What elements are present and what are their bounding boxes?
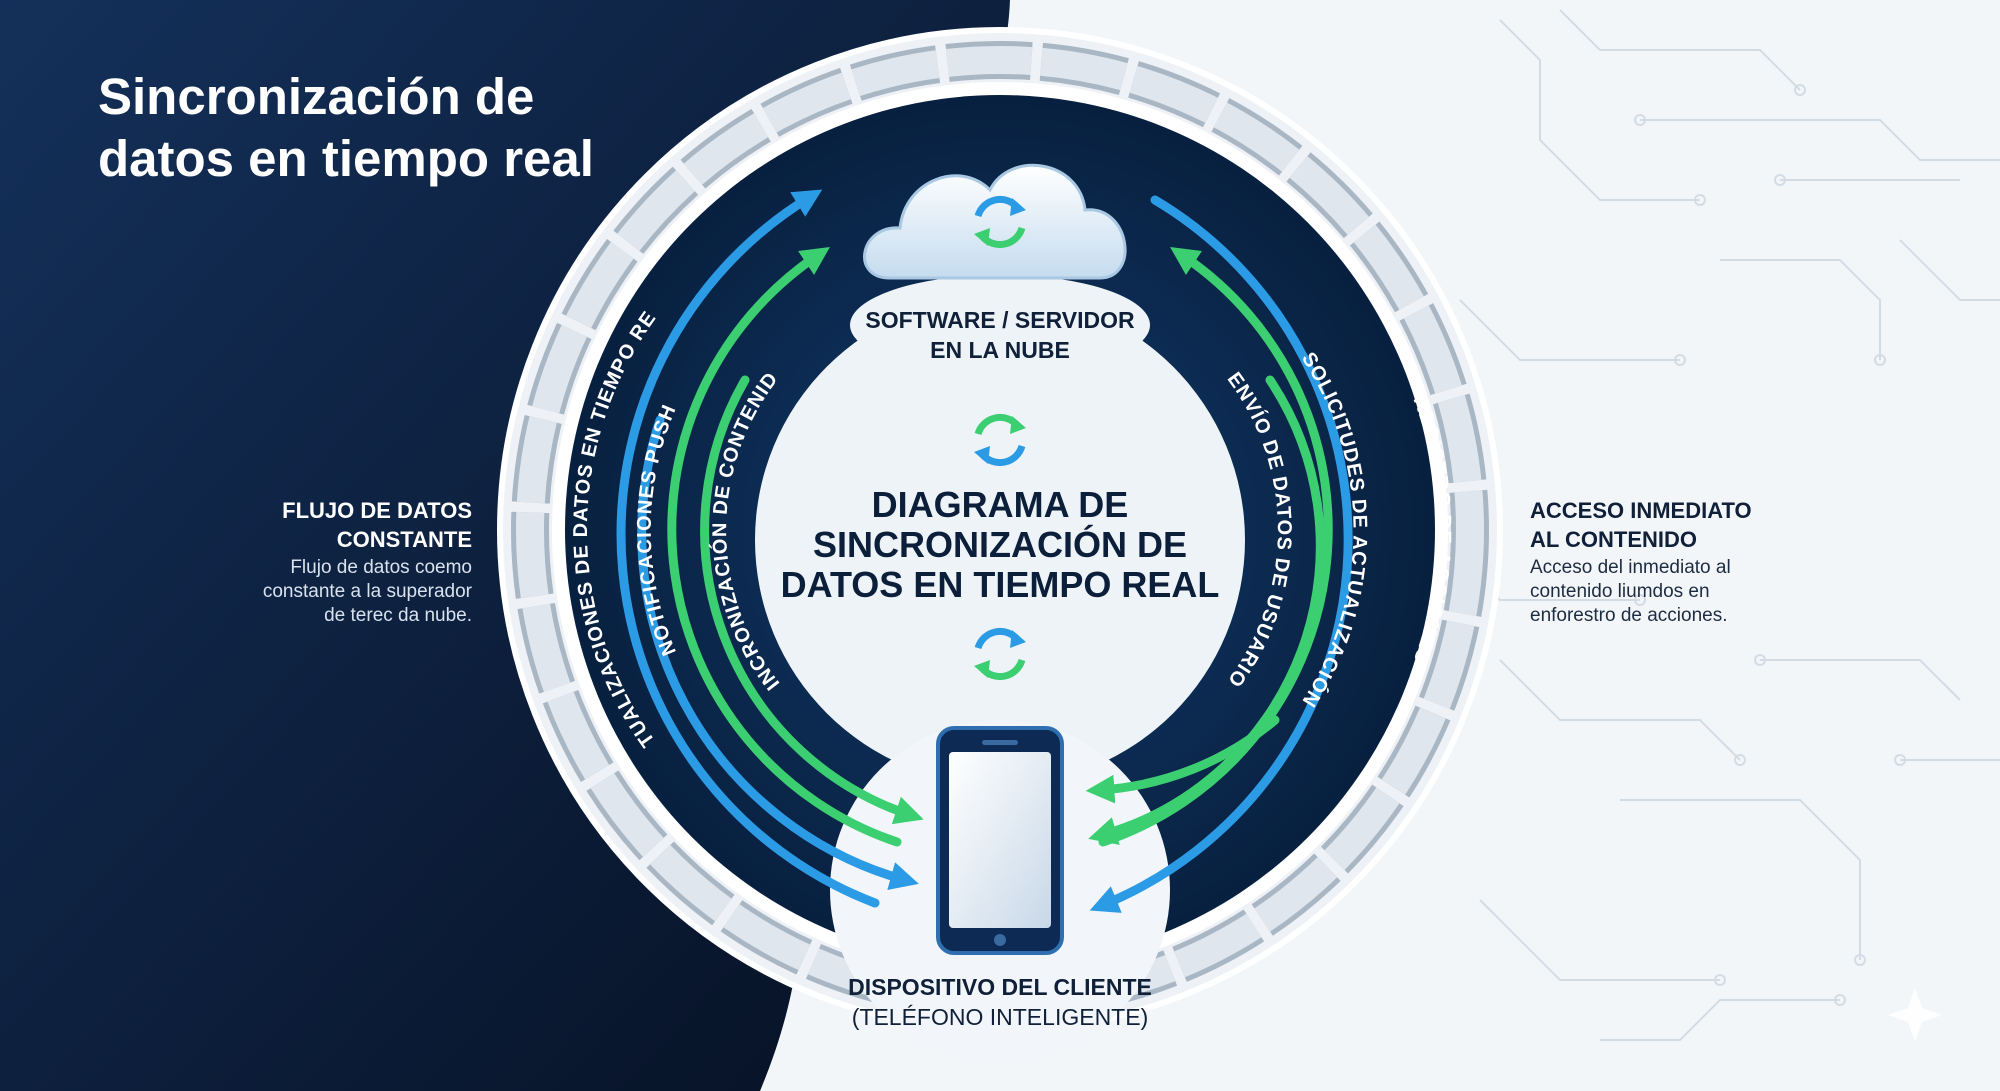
left-panel-description: Flujo de datos coemo constante a la supe… <box>180 556 472 628</box>
smartphone-icon <box>936 726 1064 955</box>
center-title-line: DATOS EN TIEMPO REAL <box>780 564 1220 605</box>
flow-arrow-right-2 <box>1089 195 1353 913</box>
sync-icon <box>974 627 1026 681</box>
cloud-icon <box>863 163 1127 280</box>
device-label-line2: (TELÉFONO INTELIGENTE) <box>851 1004 1149 1030</box>
sparkle-icon <box>1888 988 1942 1042</box>
page-title-line: datos en tiempo real <box>98 130 594 187</box>
cloud-label-line: SOFTWARE / SERVIDOR <box>865 307 1135 333</box>
circuit-pattern <box>1459 9 2000 1041</box>
flow-arrow-right-4 <box>1088 375 1325 845</box>
flow-arrow-left-3 <box>700 375 924 825</box>
right-panel-description: Acceso del inmediato al contenido liumdo… <box>1530 556 1860 628</box>
left-heading-line: FLUJO DE DATOS <box>282 498 472 523</box>
right-heading-line: ACCESO INMEDIATO <box>1530 498 1752 523</box>
right-desc-line: contenido liumdos en <box>1530 581 1710 602</box>
page-title: Sincronización de datos en tiempo real <box>98 66 718 190</box>
left-panel-heading: FLUJO DE DATOS CONSTANTE <box>180 496 472 554</box>
sync-icon <box>974 413 1026 467</box>
right-desc-line: enforestro de acciones. <box>1530 605 1728 626</box>
right-heading-line: AL CONTENIDO <box>1530 527 1698 552</box>
cloud-label-line: EN LA NUBE <box>930 337 1070 363</box>
sync-icon <box>974 195 1026 249</box>
flow-arrow-left-2 <box>667 246 902 847</box>
flow-arrow-left-4 <box>637 415 919 890</box>
device-label-line1: DISPOSITIVO DEL CLIENTE <box>848 974 1152 1000</box>
right-desc-line: Acceso del inmediato al <box>1530 557 1731 578</box>
left-desc-line: de terec da nube. <box>324 605 472 626</box>
diagram-center-title: DIAGRAMA DE SINCRONIZACIÓN DE DATOS EN T… <box>760 485 1240 605</box>
page-title-line: Sincronización de <box>98 68 535 125</box>
left-desc-line: Flujo de datos coemo <box>290 557 472 578</box>
center-title-line: DIAGRAMA DE <box>871 484 1129 525</box>
device-label: DISPOSITIVO DEL CLIENTE (TELÉFONO INTELI… <box>760 972 1240 1032</box>
center-title-line: SINCRONIZACIÓN DE <box>812 524 1187 565</box>
right-panel-heading: ACCESO INMEDIATO AL CONTENIDO <box>1530 496 1860 554</box>
cloud-label: SOFTWARE / SERVIDOR EN LA NUBE <box>820 305 1180 365</box>
left-desc-line: constante a la superador <box>262 581 472 602</box>
flow-arrow-left-1 <box>616 189 880 908</box>
left-heading-line: CONSTANTE <box>336 527 472 552</box>
